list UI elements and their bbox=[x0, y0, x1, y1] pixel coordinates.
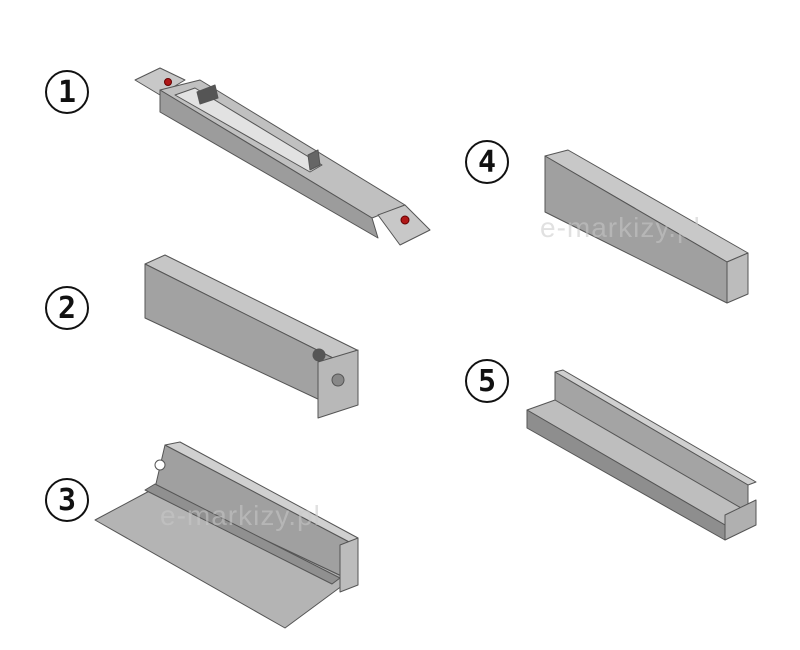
part-number-badge: 5 bbox=[465, 359, 509, 403]
part-5-channel bbox=[526, 369, 757, 541]
part-2-cassette-box bbox=[144, 254, 359, 419]
part-number-badge: 3 bbox=[45, 478, 89, 522]
part-number-badge: 2 bbox=[45, 286, 89, 330]
part-number-badge: 1 bbox=[45, 70, 89, 114]
watermark: e-markizy.pl bbox=[160, 500, 321, 531]
part-3-tray bbox=[94, 441, 359, 629]
part-number-badge: 4 bbox=[465, 140, 509, 184]
watermark: e-markizy.pl bbox=[540, 212, 701, 243]
part-4-cassette bbox=[544, 149, 749, 304]
part-1-arm-bar bbox=[134, 67, 431, 246]
